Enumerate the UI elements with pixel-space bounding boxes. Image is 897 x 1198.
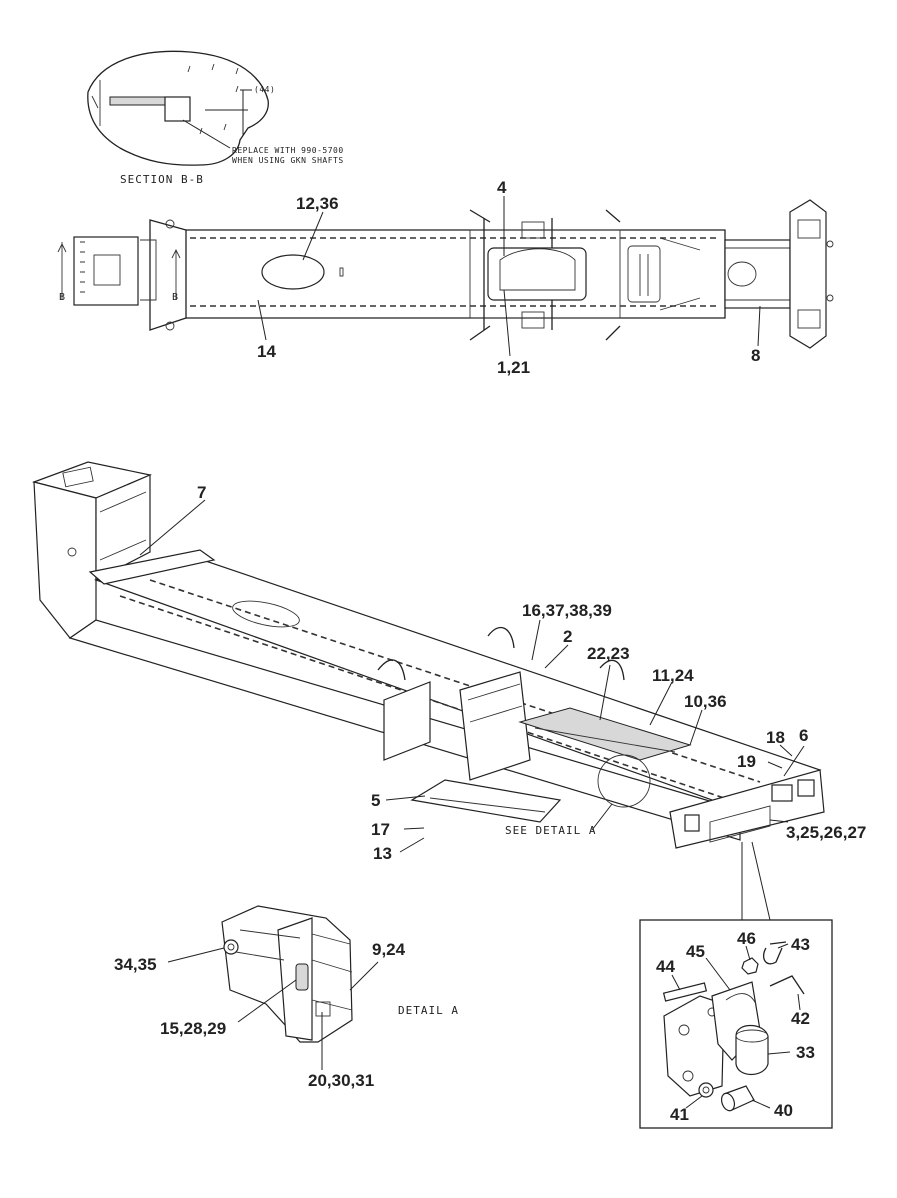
section-cut-label-right: B xyxy=(172,292,179,303)
callout-13: 13 xyxy=(373,844,392,863)
callout-6: 6 xyxy=(799,726,808,745)
callout-41: 41 xyxy=(670,1105,689,1124)
callout-11-24: 11,24 xyxy=(652,666,694,685)
see-detail-a-note: SEE DETAIL A xyxy=(505,824,596,837)
frame-isometric-view: 7 16,37,38,39 2 22,23 11,24 10,36 18 6 1… xyxy=(31,461,866,863)
section-dim-note: (44) xyxy=(254,85,275,94)
section-replace-note: REPLACE WITH 990-5700 xyxy=(232,146,344,155)
callout-20-30-31: 20,30,31 xyxy=(308,1071,374,1090)
callout-7: 7 xyxy=(197,483,206,502)
callout-45: 45 xyxy=(686,942,705,961)
callout-8: 8 xyxy=(751,346,760,365)
frame-plan-view: B B xyxy=(57,178,834,377)
callout-16-37-38-39: 16,37,38,39 xyxy=(522,601,612,620)
callout-42: 42 xyxy=(791,1009,810,1028)
section-gkn-note: WHEN USING GKN SHAFTS xyxy=(232,156,344,165)
pintle-hook-inset: 45 46 43 44 42 33 41 40 xyxy=(639,841,833,1129)
section-b-b-view: (44) REPLACE WITH 990-5700 WHEN USING GK… xyxy=(87,50,344,186)
callout-15-28-29: 15,28,29 xyxy=(160,1019,226,1038)
callout-17: 17 xyxy=(371,820,390,839)
callout-1-21: 1,21 xyxy=(497,358,530,377)
callout-40: 40 xyxy=(774,1101,793,1120)
detail-a-caption: DETAIL A xyxy=(398,1004,459,1017)
callout-34-35: 34,35 xyxy=(114,955,157,974)
detail-a-view: 34,35 9,24 15,28,29 20,30,31 DETAIL A xyxy=(114,905,459,1090)
callout-10-36: 10,36 xyxy=(684,692,727,711)
callout-46: 46 xyxy=(737,929,756,948)
callout-12-36-plan: 12,36 xyxy=(296,194,339,213)
section-cut-label-left: B xyxy=(59,292,66,303)
callout-5: 5 xyxy=(371,791,380,810)
callout-9-24: 9,24 xyxy=(372,940,406,959)
callout-4: 4 xyxy=(497,178,507,197)
section-caption: SECTION B-B xyxy=(120,173,204,186)
callout-43: 43 xyxy=(791,935,810,954)
callout-2: 2 xyxy=(563,627,572,646)
callout-18: 18 xyxy=(766,728,785,747)
callout-19: 19 xyxy=(737,752,756,771)
callout-33: 33 xyxy=(796,1043,815,1062)
callout-14: 14 xyxy=(257,342,276,361)
callout-3-25-26-27: 3,25,26,27 xyxy=(786,823,866,842)
callout-44: 44 xyxy=(656,957,675,976)
callout-22-23: 22,23 xyxy=(587,644,630,663)
